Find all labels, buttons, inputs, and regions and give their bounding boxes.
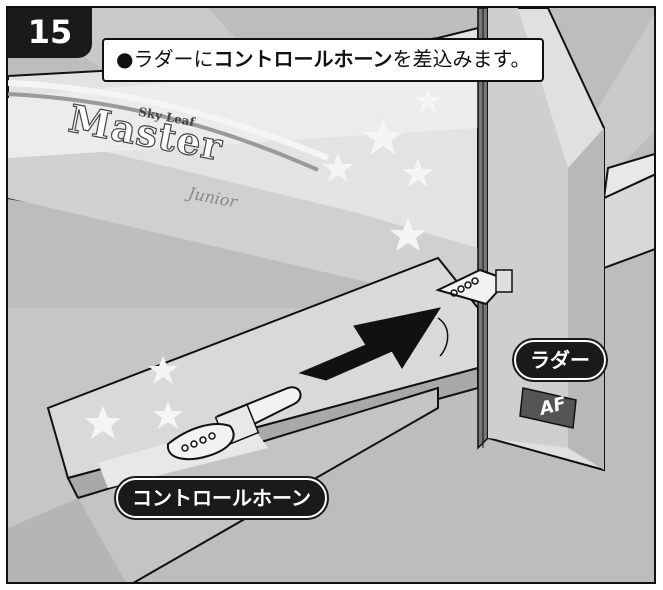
installed-control-horn [435,268,513,306]
stabilizer-stars [85,356,183,439]
caption-prefix: ラダーに [133,47,214,71]
loose-control-horn [166,386,302,461]
step-number-badge: 15 [8,8,92,58]
fuselage-stars [322,88,441,251]
caption-emphasis: コントロールホーン [213,47,393,71]
insert-direction-arrow [298,307,442,381]
assembly-illustration [8,8,654,582]
caption-suffix: を差込みます。 [392,47,531,71]
control-horn-label: コントロールホーン [114,476,329,520]
instruction-caption: ●ラダーにコントロールホーンを差込みます。 [102,38,545,82]
caption-bullet: ● [116,47,134,71]
rudder-label: ラダー [512,338,608,382]
illustration-frame: Master Sky Leaf Junior AF 15 ●ラダーにコントロール… [6,6,656,584]
